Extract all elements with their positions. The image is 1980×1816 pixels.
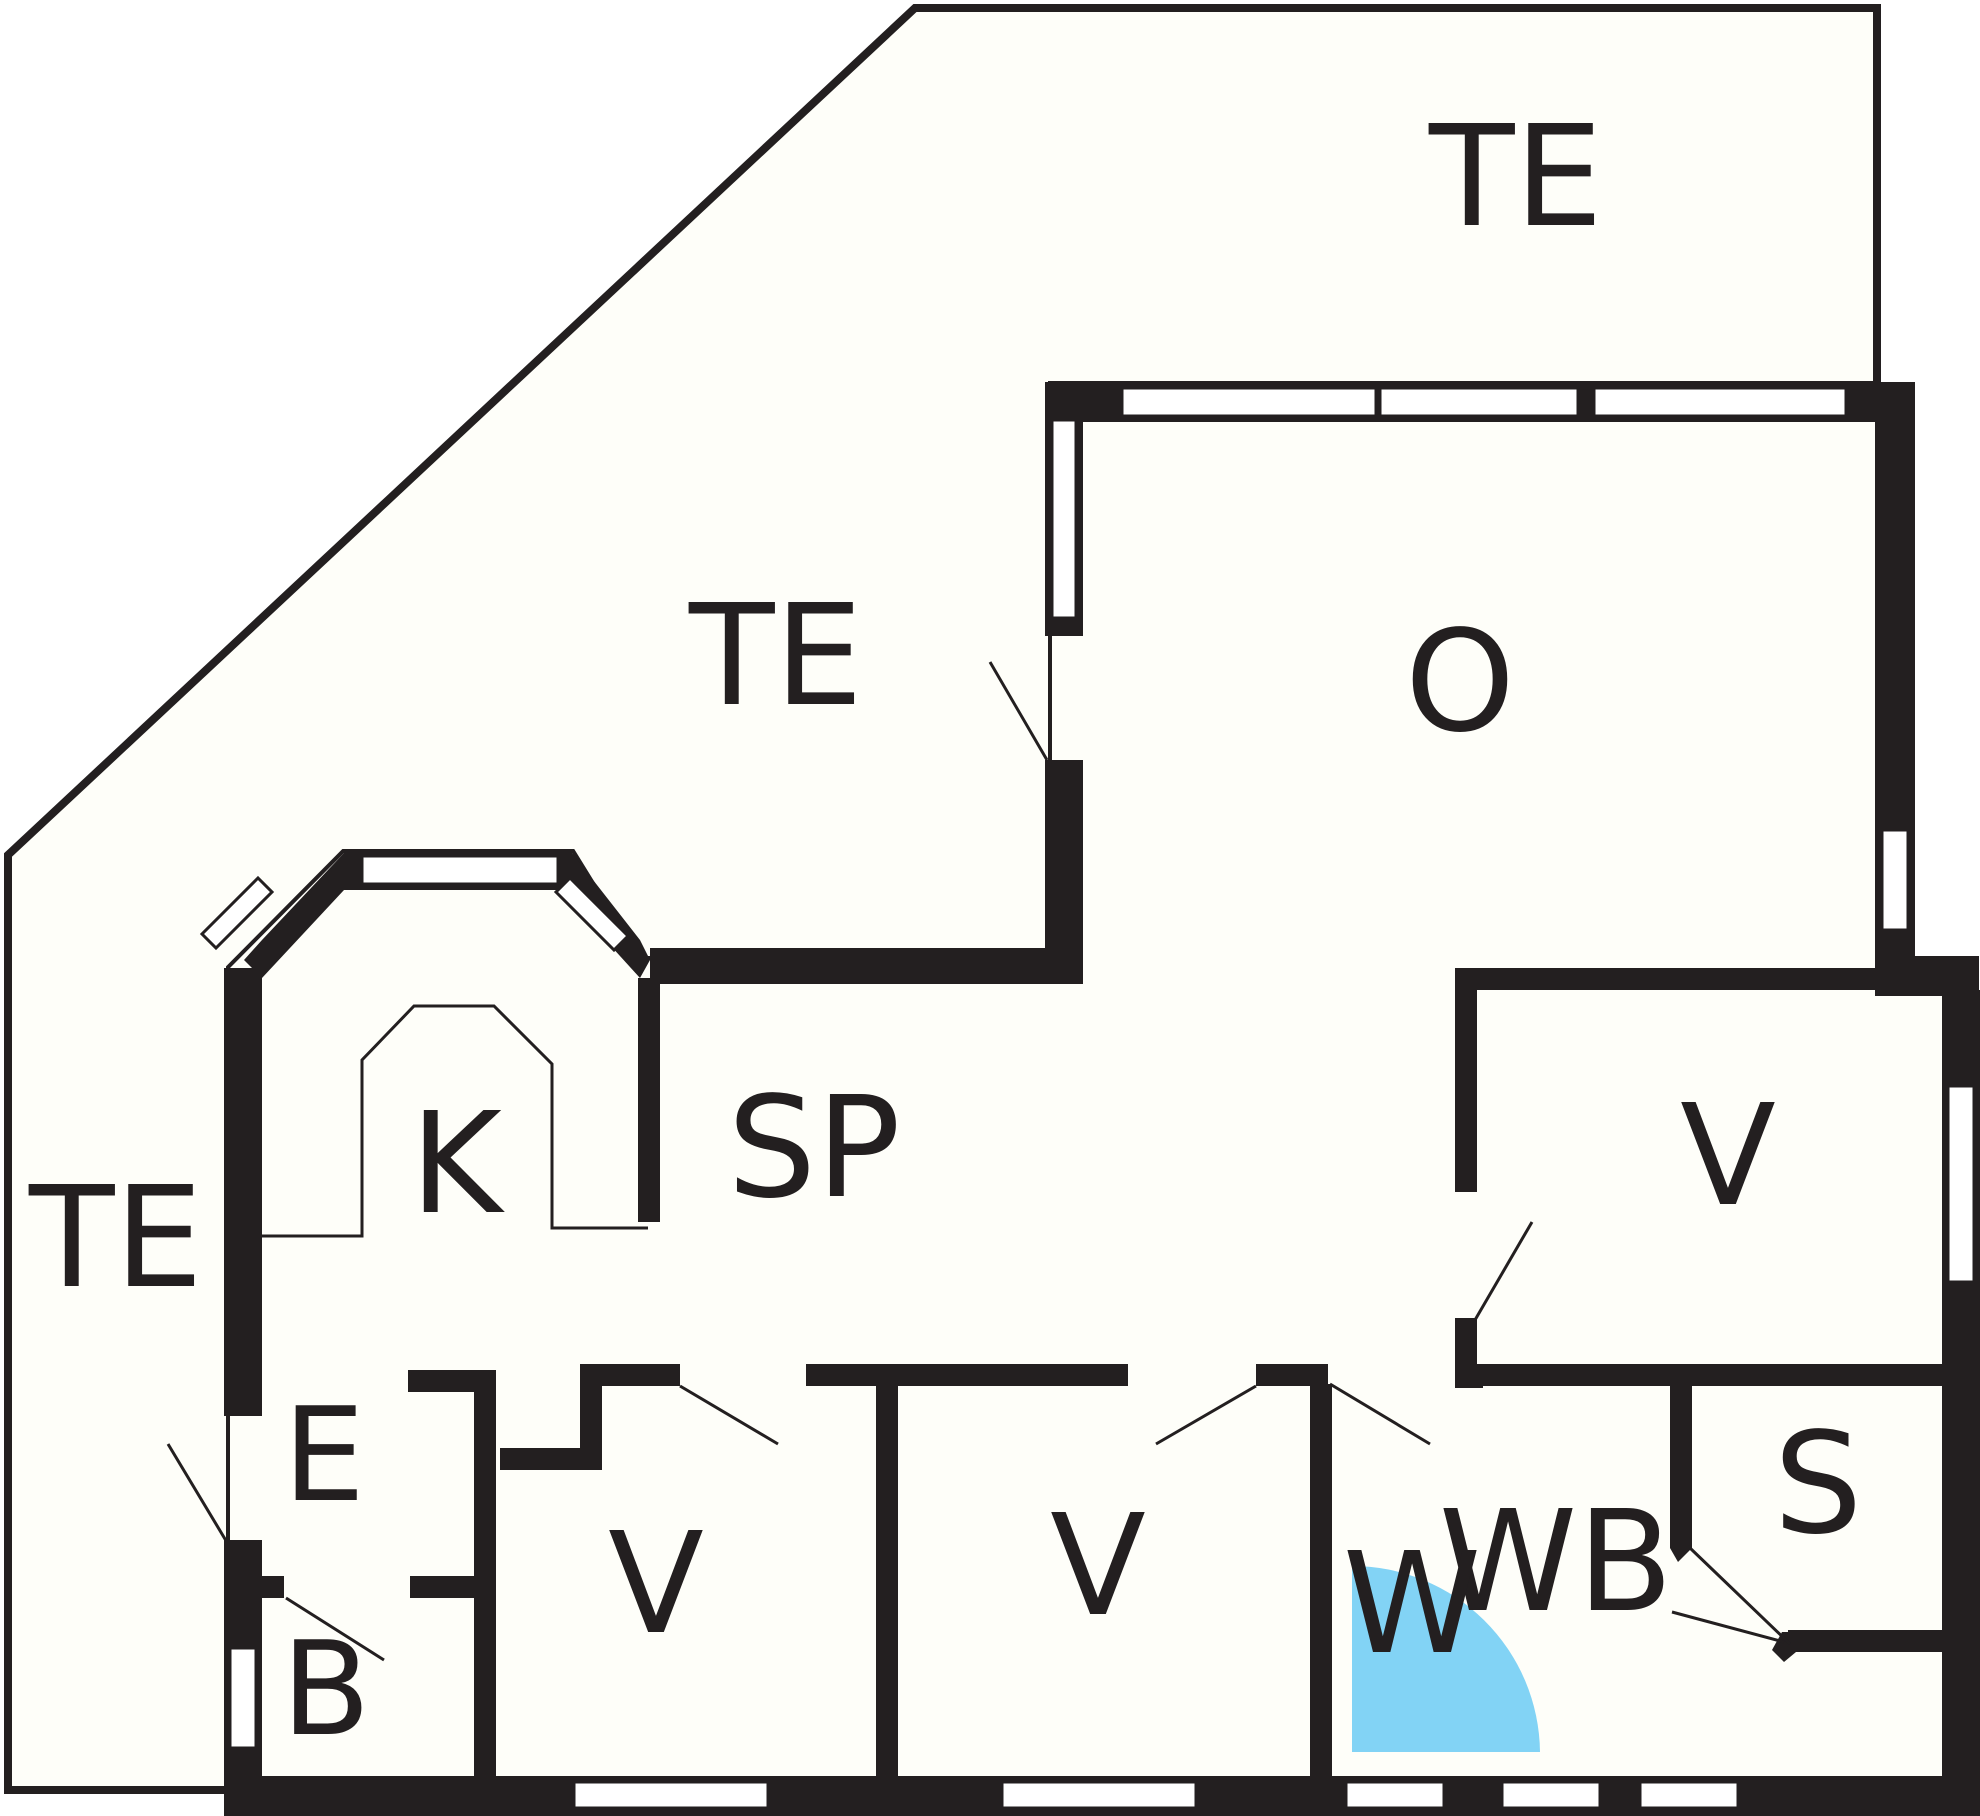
room-label-v-right: V: [1680, 1075, 1776, 1238]
window-b: [228, 1646, 258, 1750]
window-left-living: [1050, 418, 1078, 620]
room-label-te-left: TE: [28, 1157, 203, 1320]
room-label-te-middle: TE: [688, 575, 863, 738]
window-v-right: [1946, 1084, 1976, 1284]
window-top-2: [1378, 386, 1580, 418]
window-bottom-2: [1000, 1780, 1198, 1810]
room-label-wb: WB: [1439, 1481, 1673, 1644]
window-bottom-4: [1500, 1780, 1602, 1810]
room-label-k: K: [410, 1083, 505, 1246]
interior-floor: [230, 385, 1974, 1790]
room-label-o: O: [1405, 601, 1515, 764]
window-bottom-5: [1638, 1780, 1740, 1810]
window-bottom-3: [1344, 1780, 1446, 1810]
window-kitchen-top: [360, 854, 560, 886]
room-label-te-top: TE: [1428, 96, 1603, 259]
room-label-w: W: [1343, 1523, 1481, 1686]
windows: [228, 386, 1976, 1810]
room-label-s: S: [1774, 1403, 1863, 1566]
window-bottom-1: [572, 1780, 770, 1810]
room-label-b-small: B: [281, 1613, 370, 1765]
window-top-3: [1592, 386, 1848, 418]
window-right-living: [1880, 828, 1910, 932]
room-label-sp: SP: [727, 1067, 900, 1230]
window-top-1: [1120, 386, 1378, 418]
kitchen-counter: [262, 1004, 648, 1238]
room-label-v-center: V: [1050, 1485, 1146, 1648]
shower-area: [1352, 1566, 1540, 1752]
room-label-e: E: [283, 1379, 365, 1531]
door-swings: [166, 661, 1792, 1662]
room-label-v-left: V: [608, 1503, 704, 1666]
kitchen-diagonal-windows: [199, 875, 631, 953]
